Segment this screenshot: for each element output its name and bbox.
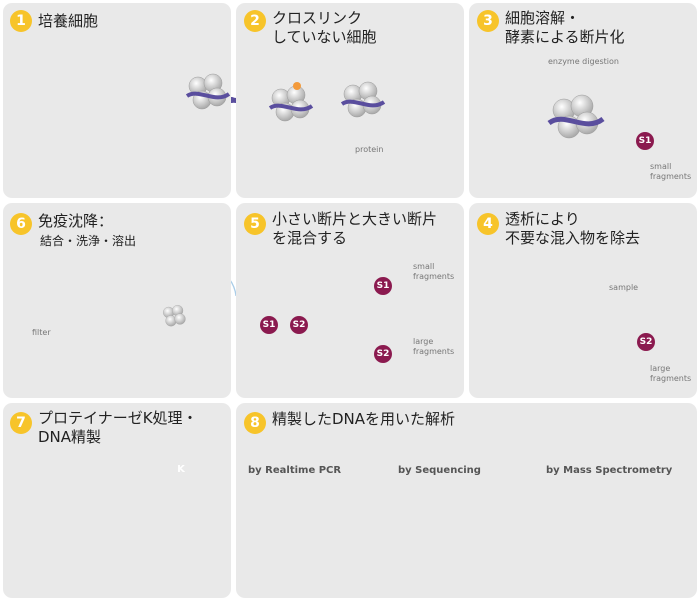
step-3-title-line2: 酵素による断片化 (505, 28, 625, 46)
step-5-title-line1: 小さい断片と大きい断片 (272, 210, 438, 228)
panel-step-8 (236, 403, 697, 598)
step-6-title: 免疫沈降： (38, 212, 114, 230)
step-8-title: 精製したDNAを用いた解析 (272, 410, 456, 428)
large-fragments-label-5a: large (413, 337, 434, 346)
step-5-title-line2: を混合する (272, 229, 348, 247)
step-4-title-line2: 不要な混入物を除去 (505, 229, 641, 247)
step-3-title-line1: 細胞溶解・ (505, 9, 581, 27)
step-7-title-line2: DNA精製 (38, 428, 102, 446)
sample-s2-badge-4: S2 (637, 333, 655, 351)
panel-step-5 (236, 203, 464, 398)
step-8-badge: 8 (244, 412, 266, 434)
sample-label: sample (609, 283, 639, 292)
filter-label: filter (32, 328, 51, 337)
step-2-badge: 2 (244, 10, 266, 32)
small-fragments-label-5b: fragments (413, 272, 455, 281)
method-sequencing: by Sequencing (398, 465, 481, 476)
method-realtime-pcr: by Realtime PCR (248, 465, 342, 476)
small-fragments-label-3b: fragments (650, 172, 692, 181)
small-fragments-label-5a: small (413, 262, 435, 271)
method-mass-spectrometry: by Mass Spectrometry (546, 465, 673, 476)
step-2-title-line1: クロスリンク (272, 9, 363, 27)
sample-s1-badge-5b: S1 (374, 277, 392, 295)
step-6-subtitle: 結合・洗浄・溶出 (40, 234, 137, 248)
step-6-badge: 6 (10, 213, 32, 235)
step-1-title: 培養細胞 (38, 12, 99, 30)
large-fragments-label-4b: fragments (650, 374, 692, 383)
large-fragments-label-5b: fragments (413, 347, 455, 356)
protein-label: protein (355, 145, 384, 154)
panel-step-1 (3, 3, 231, 198)
step-5-badge: 5 (244, 213, 266, 235)
step-2-title-line2: していない細胞 (272, 28, 377, 46)
enzyme-digestion-label: enzyme digestion (548, 57, 619, 66)
step-3-badge: 3 (477, 10, 499, 32)
small-fragments-label-3a: small (650, 162, 672, 171)
step-1-badge: 1 (10, 10, 32, 32)
large-fragments-label-4a: large (650, 364, 671, 373)
step-4-title-line1: 透析により (505, 210, 580, 228)
panel-step-6 (3, 203, 231, 398)
sample-s2-badge-5b: S2 (374, 345, 392, 363)
step-7-badge: 7 (10, 412, 32, 434)
step-7-title-line1: プロテイナーゼK処理・ (38, 409, 198, 427)
panel-step-7 (3, 403, 231, 598)
sample-s1-badge-3: S1 (636, 132, 654, 150)
step-4-badge: 4 (477, 213, 499, 235)
sample-s1-badge-5: S1 (260, 316, 278, 334)
panel-step-4 (469, 203, 697, 398)
sample-s2-badge-5: S2 (290, 316, 308, 334)
